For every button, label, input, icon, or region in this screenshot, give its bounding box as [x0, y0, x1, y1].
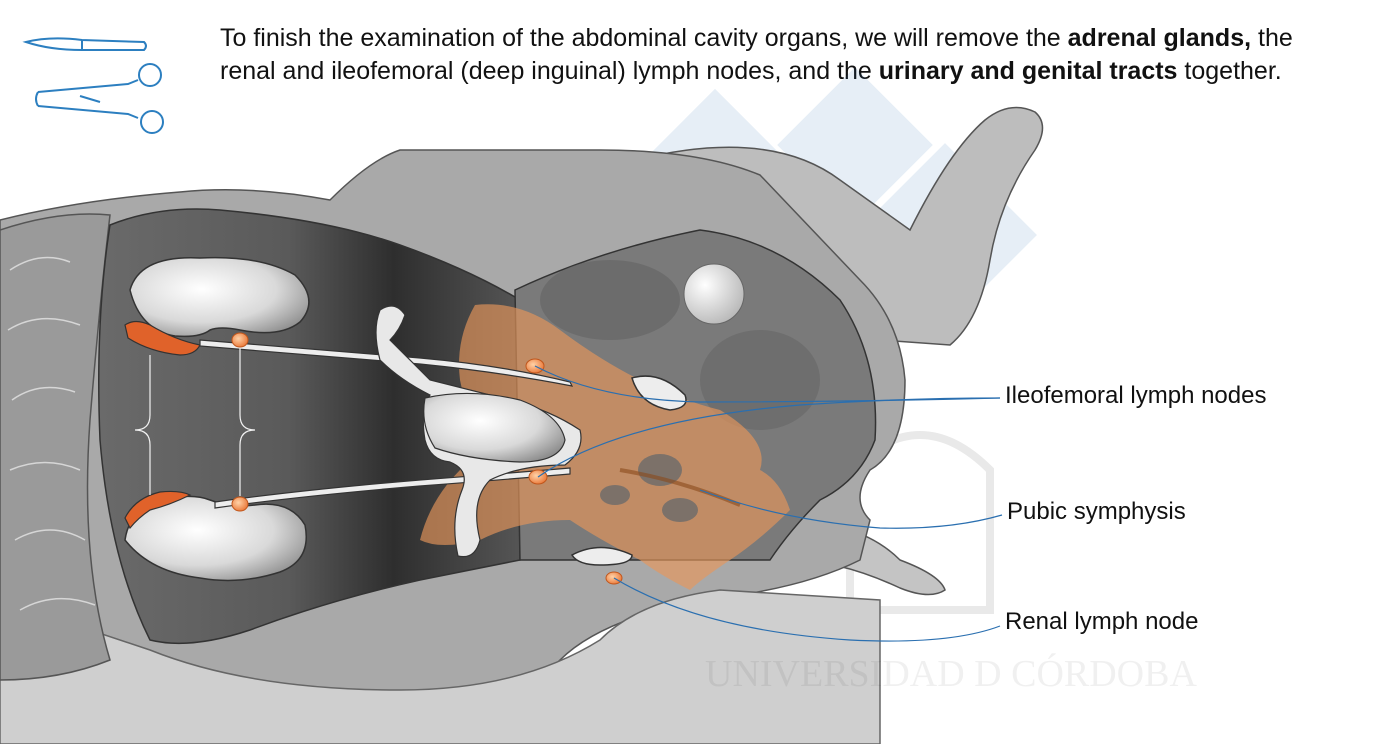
renal-lymph-node-upper [231, 332, 249, 348]
label-renal-lymph-node: Renal lymph node [1005, 608, 1199, 635]
instructions-bold-adrenal: adrenal glands, [1067, 24, 1252, 52]
kidney-upper [129, 256, 310, 338]
bladder [683, 263, 745, 325]
instructions-bold-tracts: urinary and genital tracts [878, 57, 1178, 85]
leader-ileofemoral-2 [537, 397, 1001, 478]
ureter-upper [199, 339, 574, 387]
instructions-text-3: together. [1177, 57, 1282, 85]
instructions-text: To finish the examination of the abdomin… [220, 22, 1350, 88]
obturator-opening-lower [570, 546, 633, 566]
surgical-tools [20, 30, 180, 140]
label-ileofemoral-lymph-nodes: Ileofemoral lymph nodes [1005, 382, 1267, 409]
adrenal-gland-lower [124, 490, 192, 530]
watermark-text: UNIVERSIDAD D CÓRDOBA [705, 653, 1197, 695]
obturator-opening-upper [631, 375, 687, 411]
scalpel-icon [22, 37, 147, 51]
bladder-body [423, 392, 566, 463]
leader-renal [613, 577, 1001, 642]
ribcage [0, 213, 111, 681]
bracket-left [134, 355, 151, 495]
scissors-icon [35, 63, 164, 134]
label-pubic-symphysis: Pubic symphysis [1007, 498, 1186, 525]
leader-lines [534, 365, 1003, 642]
leader-ileofemoral-1 [534, 365, 1001, 403]
lower-flank [0, 589, 881, 744]
bracket-right [239, 348, 256, 496]
leader-pubic [699, 489, 1003, 529]
renal-lymph-node-lower [231, 496, 249, 512]
rib-lines [7, 256, 96, 611]
instructions-text-1: To finish the examination of the abdomin… [220, 24, 1068, 52]
instructions-text-2: the renal and ileofemoral (deep inguinal… [220, 24, 1293, 85]
